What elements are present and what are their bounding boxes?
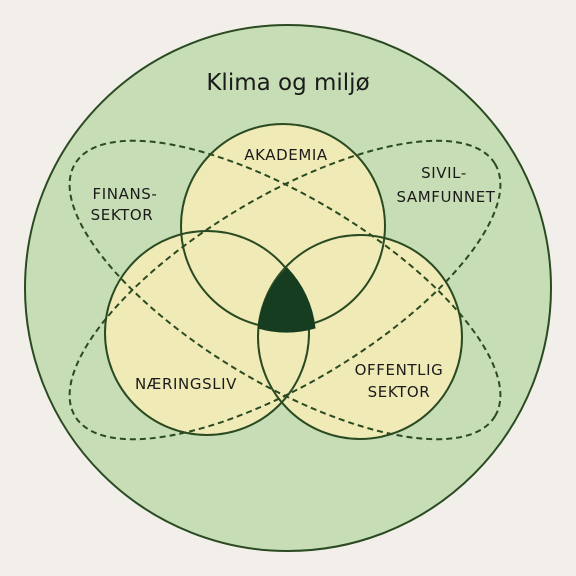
center-intersection: [257, 267, 316, 333]
label-finanssektor-line1: FINANS-: [93, 185, 158, 203]
circle-offentlig-sektor: [258, 235, 462, 439]
label-akademia: AKADEMIA: [244, 146, 328, 164]
diagram-title: Klima og miljø: [206, 70, 369, 96]
label-offentlig-sektor-line1: OFFENTLIG: [355, 361, 444, 379]
circle-offentlig-sektor-outline: [257, 234, 463, 440]
label-offentlig-sektor-line2: SEKTOR: [368, 383, 431, 401]
label-sivilsamfunnet-line1: SIVIL-: [421, 164, 467, 182]
label-sivilsamfunnet-line2: SAMFUNNET: [396, 188, 495, 206]
ellipse-sivilsamfunnet: [68, 139, 502, 441]
circle-naeringsliv: [105, 231, 309, 435]
label-finanssektor-line2: SEKTOR: [91, 206, 154, 224]
label-naeringsliv: NÆRINGSLIV: [135, 375, 237, 393]
ellipse-finanssektor: [68, 139, 502, 441]
circle-naeringsliv-outline: [104, 230, 310, 436]
